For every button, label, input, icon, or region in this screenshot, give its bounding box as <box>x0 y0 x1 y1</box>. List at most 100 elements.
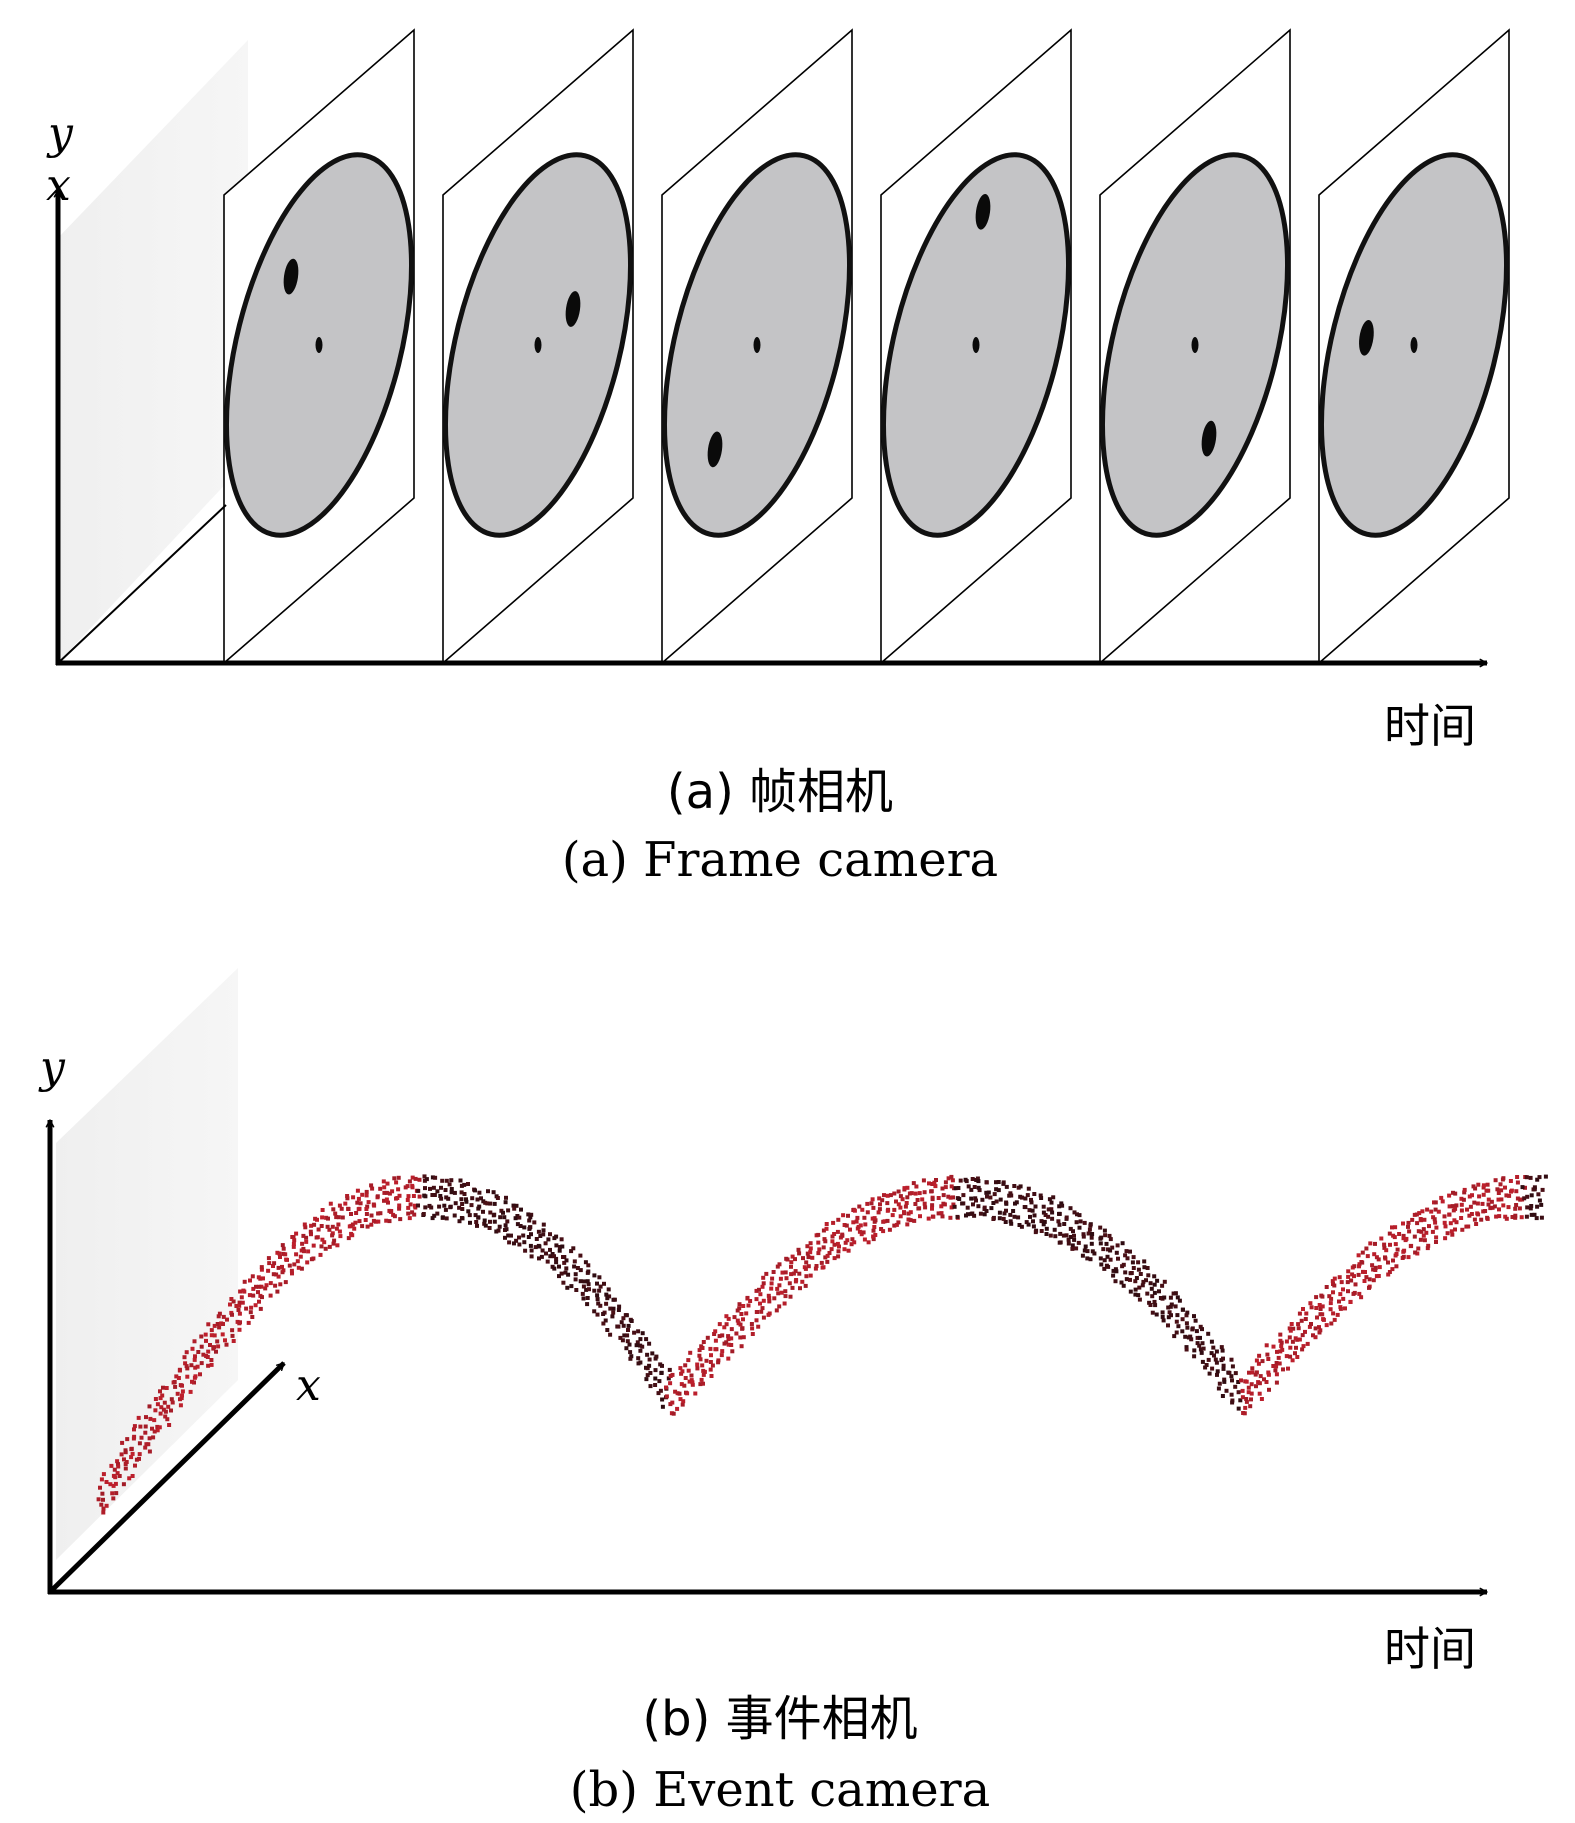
event-point <box>621 1316 626 1321</box>
event-point <box>775 1286 780 1291</box>
event-point <box>1374 1255 1379 1260</box>
event-point <box>337 1229 342 1234</box>
event-point <box>448 1205 453 1210</box>
event-point <box>783 1270 788 1275</box>
event-point <box>143 1424 148 1429</box>
event-point <box>1099 1262 1104 1267</box>
event-point <box>148 1416 153 1421</box>
event-point <box>1044 1226 1049 1231</box>
event-point <box>668 1381 673 1386</box>
event-point <box>977 1188 982 1193</box>
event-point <box>595 1293 600 1298</box>
event-point <box>1258 1374 1263 1379</box>
event-point <box>1388 1242 1392 1247</box>
event-point <box>991 1201 996 1205</box>
event-point <box>1199 1350 1204 1355</box>
event-point <box>319 1244 324 1249</box>
event-point <box>384 1190 389 1195</box>
event-point <box>301 1246 306 1251</box>
event-point <box>144 1442 149 1447</box>
event-point <box>608 1306 613 1311</box>
event-point <box>951 1202 956 1207</box>
event-point <box>1195 1341 1200 1346</box>
event-point <box>1371 1267 1376 1272</box>
event-point <box>527 1218 532 1223</box>
event-point <box>1185 1310 1190 1315</box>
event-point <box>1082 1248 1087 1253</box>
event-point <box>147 1436 152 1441</box>
event-point <box>1088 1223 1093 1228</box>
event-point <box>1401 1236 1406 1241</box>
event-point <box>130 1451 135 1456</box>
event-point <box>819 1260 824 1265</box>
event-point <box>195 1364 200 1369</box>
event-point <box>789 1264 793 1269</box>
event-point <box>345 1194 350 1198</box>
event-point <box>216 1314 221 1319</box>
event-point <box>645 1373 650 1378</box>
event-point <box>1180 1329 1185 1334</box>
event-point <box>1072 1237 1077 1242</box>
event-point <box>1064 1215 1069 1220</box>
event-point <box>625 1339 630 1344</box>
event-point <box>396 1175 401 1180</box>
event-point <box>351 1195 356 1200</box>
event-point <box>554 1243 559 1248</box>
event-point <box>1528 1175 1533 1180</box>
event-point <box>1074 1220 1079 1225</box>
event-point <box>836 1254 841 1259</box>
event-point <box>178 1403 183 1408</box>
event-point <box>303 1225 308 1230</box>
event-point <box>1328 1301 1333 1306</box>
disk-center <box>753 337 761 353</box>
event-point <box>258 1306 263 1311</box>
event-point <box>483 1200 488 1205</box>
event-point <box>1459 1208 1464 1213</box>
event-point <box>876 1210 881 1215</box>
event-point <box>966 1212 970 1217</box>
event-point <box>1419 1229 1424 1234</box>
event-point <box>147 1449 152 1454</box>
event-point <box>1043 1213 1048 1217</box>
event-point <box>1274 1361 1279 1365</box>
event-point <box>522 1240 527 1245</box>
event-point <box>559 1271 564 1276</box>
event-point <box>1136 1267 1141 1272</box>
event-point <box>679 1371 684 1376</box>
event-point <box>726 1316 731 1321</box>
event-point <box>188 1389 193 1394</box>
event-point <box>1309 1305 1314 1310</box>
event-point <box>174 1374 179 1379</box>
event-point <box>172 1380 177 1384</box>
event-point <box>975 1176 980 1181</box>
event-point <box>936 1211 941 1216</box>
event-point <box>821 1265 826 1270</box>
event-point <box>125 1437 130 1442</box>
event-point <box>421 1212 426 1216</box>
event-point <box>1469 1212 1474 1216</box>
event-point <box>1314 1295 1319 1300</box>
event-point <box>1145 1266 1150 1270</box>
event-point <box>1514 1189 1519 1194</box>
event-point <box>289 1268 294 1273</box>
event-point <box>503 1200 508 1205</box>
event-point <box>302 1249 306 1254</box>
event-point <box>1256 1361 1261 1366</box>
event-point <box>1136 1293 1141 1298</box>
event-point <box>1529 1212 1534 1217</box>
event-point <box>328 1201 333 1206</box>
event-point <box>585 1279 590 1284</box>
event-point <box>866 1240 871 1245</box>
event-point <box>353 1220 358 1225</box>
event-point <box>315 1235 320 1240</box>
event-point <box>163 1414 168 1419</box>
event-point <box>552 1236 557 1241</box>
event-point <box>1124 1249 1129 1254</box>
event-point <box>973 1196 978 1201</box>
event-point <box>1422 1238 1427 1243</box>
event-point <box>1279 1340 1284 1345</box>
event-point <box>912 1218 917 1223</box>
event-point <box>664 1394 669 1399</box>
event-point <box>1432 1217 1437 1222</box>
event-point <box>209 1362 214 1367</box>
